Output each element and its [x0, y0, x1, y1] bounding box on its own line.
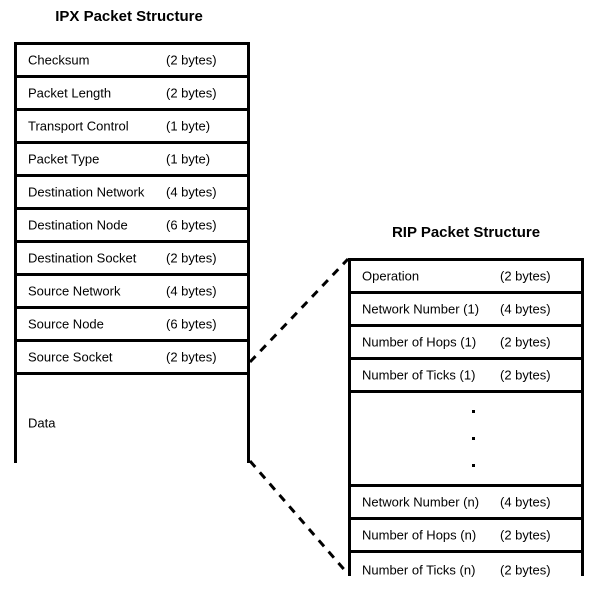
field-label: Number of Ticks (n) — [362, 562, 476, 577]
field-size: (2 bytes) — [166, 85, 217, 101]
field-label: Packet Type — [28, 151, 100, 167]
vertical-ellipsis-icon — [351, 393, 581, 484]
rip-field-row: Network Number (n) (4 bytes) — [351, 487, 581, 520]
rip-field-row: Number of Hops (1) (2 bytes) — [351, 327, 581, 360]
field-size: (2 bytes) — [500, 562, 551, 577]
field-size: (2 bytes) — [166, 349, 217, 365]
field-size: (2 bytes) — [500, 367, 551, 383]
field-label: Packet Length — [28, 85, 112, 101]
field-label: Source Network — [28, 283, 121, 299]
field-label: Source Socket — [28, 349, 113, 365]
field-size: (1 byte) — [166, 151, 211, 167]
field-size: (4 bytes) — [166, 184, 217, 200]
field-label: Network Number (1) — [362, 301, 480, 317]
field-size: (4 bytes) — [500, 301, 551, 317]
ipx-field-row: Checksum (2 bytes) — [17, 45, 247, 78]
ellipsis-dot — [471, 410, 475, 413]
ipx-field-row: Source Node (6 bytes) — [17, 309, 247, 342]
field-label: Operation — [362, 268, 420, 284]
ipx-packet-table: Checksum (2 bytes) Packet Length (2 byte… — [14, 42, 250, 471]
field-size: (2 bytes) — [500, 334, 551, 350]
rip-field-row: Network Number (1) (4 bytes) — [351, 294, 581, 327]
field-label: Destination Node — [28, 217, 128, 233]
ipx-field-row: Destination Network (4 bytes) — [17, 177, 247, 210]
rip-packet-table: Operation (2 bytes) Network Number (1) (… — [348, 258, 584, 586]
field-size: (2 bytes) — [500, 527, 551, 543]
field-size: (6 bytes) — [166, 316, 217, 332]
ellipsis-dot — [471, 464, 475, 467]
ellipsis-dot — [471, 437, 475, 440]
field-label: Network Number (n) — [362, 494, 480, 510]
field-size: (2 bytes) — [166, 250, 217, 266]
field-size: (2 bytes) — [500, 268, 551, 284]
ipx-packet-title: IPX Packet Structure — [55, 8, 203, 25]
field-label: Transport Control — [28, 118, 129, 134]
field-size: (2 bytes) — [166, 52, 217, 68]
field-size: (6 bytes) — [166, 217, 217, 233]
field-label: Number of Hops (n) — [362, 527, 477, 543]
ipx-field-row: Transport Control (1 byte) — [17, 111, 247, 144]
ipx-field-row: Destination Node (6 bytes) — [17, 210, 247, 243]
field-size: (1 byte) — [166, 118, 211, 134]
upper-expansion-line-icon — [248, 257, 350, 364]
ipx-data-field-row: Data — [17, 375, 247, 471]
ipx-field-row: Source Socket (2 bytes) — [17, 342, 247, 375]
ipx-field-row: Source Network (4 bytes) — [17, 276, 247, 309]
field-label: Number of Ticks (1) — [362, 367, 476, 383]
rip-field-row: Number of Ticks (1) (2 bytes) — [351, 360, 581, 393]
field-label: Data — [28, 415, 56, 431]
field-size: (4 bytes) — [500, 494, 551, 510]
field-label: Number of Hops (1) — [362, 334, 477, 350]
rip-ellipsis-row — [351, 393, 581, 487]
field-label: Checksum — [28, 52, 90, 68]
rip-field-row: Operation (2 bytes) — [351, 261, 581, 294]
rip-packet-title: RIP Packet Structure — [391, 224, 541, 241]
field-label: Destination Network — [28, 184, 145, 200]
field-label: Source Node — [28, 316, 104, 332]
rip-field-row: Number of Hops (n) (2 bytes) — [351, 520, 581, 553]
field-label: Destination Socket — [28, 250, 137, 266]
ipx-field-row: Destination Socket (2 bytes) — [17, 243, 247, 276]
ipx-field-row: Packet Type (1 byte) — [17, 144, 247, 177]
rip-field-row: Number of Ticks (n) (2 bytes) — [351, 553, 581, 586]
ipx-field-row: Packet Length (2 bytes) — [17, 78, 247, 111]
field-size: (4 bytes) — [166, 283, 217, 299]
lower-expansion-line-icon — [248, 460, 350, 575]
